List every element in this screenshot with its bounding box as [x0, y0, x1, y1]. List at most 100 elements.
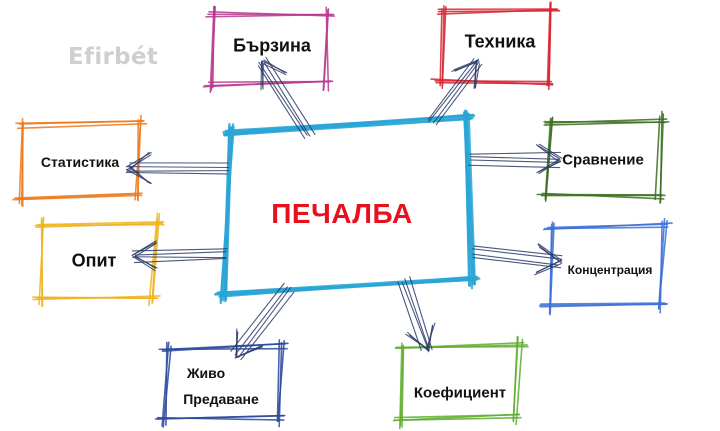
arrow-experience-head [132, 241, 157, 256]
node-label-live-line1: Живо [186, 365, 226, 381]
frame-speed-stroke [202, 80, 332, 88]
arrow-experience-stroke [132, 256, 227, 259]
frame-statistics-stroke [134, 114, 142, 201]
frame-live-stroke [277, 339, 286, 423]
center-frame [213, 109, 481, 305]
arrow-statistics-head [125, 168, 152, 184]
arrow-speed-stroke [257, 65, 306, 139]
frame-comparison-stroke [659, 110, 663, 204]
arrow-technique-head [454, 60, 480, 72]
arrow-statistics [125, 151, 230, 185]
frame-live-stroke [161, 342, 289, 352]
frame-live-stroke [161, 341, 170, 427]
arrow-speed [257, 56, 316, 139]
frame-statistics-stroke [18, 117, 24, 204]
arrow-concentration-head [535, 259, 562, 274]
arrow-speed-head [261, 60, 264, 90]
frame-experience-stroke [38, 216, 45, 306]
frame-speed [202, 5, 336, 94]
frame-live-stroke [162, 345, 172, 428]
frame-statistics-stroke [20, 121, 24, 207]
arrow-odds-stroke [397, 281, 422, 352]
frame-technique-stroke [439, 8, 443, 87]
frame-technique-stroke [430, 78, 554, 86]
frame-statistics-stroke [13, 192, 143, 199]
frame-statistics [12, 114, 148, 208]
frame-speed-stroke [210, 5, 217, 92]
node-label-technique: Техника [464, 31, 536, 52]
frame-profit-stroke [223, 113, 471, 137]
frame-profit-stroke [462, 111, 475, 285]
arrow-live-stroke [234, 286, 288, 356]
frame-concentration-stroke [657, 219, 668, 310]
frame-concentration-stroke [538, 303, 668, 307]
arrow-concentration-head [537, 244, 563, 264]
frame-odds-stroke [392, 416, 522, 422]
arrow-comparison-stroke [467, 164, 561, 169]
arrow-odds-head [408, 334, 430, 351]
frame-odds-stroke [515, 338, 524, 426]
frame-concentration-stroke [547, 223, 669, 229]
frame-experience [32, 212, 165, 308]
frame-concentration [538, 217, 673, 316]
arrow-technique-head [453, 59, 478, 71]
frame-speed-stroke [322, 8, 330, 91]
frame-odds [392, 335, 529, 430]
arrow-statistics-stroke [125, 171, 228, 175]
frame-technique-stroke [441, 6, 447, 89]
frame-live-stroke [158, 347, 288, 351]
watermark-logo: Efirbét [68, 44, 159, 70]
arrow-odds-stroke [404, 278, 430, 350]
arrow-technique [428, 58, 483, 126]
arrow-comparison-stroke [470, 156, 560, 160]
arrow-experience-stroke [134, 251, 227, 256]
frame-speed-stroke [209, 5, 215, 94]
frame-technique-stroke [436, 8, 559, 15]
node-label-speed: Бързина [233, 35, 311, 56]
arrow-odds-stroke [409, 276, 433, 351]
arrow-speed-head [260, 62, 287, 76]
arrow-comparison-head [536, 145, 560, 163]
arrow-comparison-stroke [470, 159, 560, 164]
arrow-statistics-head [125, 151, 152, 168]
arrow-odds-head [427, 325, 434, 349]
arrow-experience [131, 240, 228, 272]
arrow-statistics-stroke [126, 170, 230, 172]
frame-speed-stroke [205, 13, 335, 18]
frame-profit-stroke [214, 278, 478, 296]
arrow-statistics-stroke [126, 166, 230, 169]
node-label-odds: Коефициент [413, 384, 507, 402]
arrow-experience-stroke [133, 257, 227, 264]
frame-profit [213, 109, 481, 305]
frame-profit-stroke [465, 110, 476, 285]
arrow-odds-stroke [401, 281, 429, 350]
arrow-concentration-stroke [472, 253, 559, 266]
arrow-concentration-stroke [471, 248, 563, 260]
frame-statistics-stroke [16, 122, 148, 130]
node-frames [12, 1, 673, 430]
frame-experience-stroke [35, 222, 164, 228]
arrow-live [230, 282, 295, 361]
arrow-live-head [236, 346, 263, 358]
arrow-concentration [471, 243, 563, 276]
connector-arrows [125, 56, 563, 361]
arrow-live-stroke [240, 291, 295, 361]
frame-technique-stroke [547, 2, 552, 91]
frame-live [154, 339, 289, 428]
arrow-speed-stroke [265, 56, 316, 135]
arrow-technique-stroke [428, 58, 479, 123]
frame-concentration-stroke [659, 220, 663, 314]
node-label-experience: Опит [71, 250, 117, 271]
arrow-live-stroke [238, 286, 292, 358]
frame-live-stroke [276, 339, 281, 422]
arrow-concentration-stroke [473, 245, 563, 257]
frame-speed-stroke [325, 6, 330, 92]
frame-odds-stroke [401, 344, 405, 428]
node-label-comparison: Сравнение [562, 151, 644, 169]
arrow-comparison-head [536, 160, 562, 174]
frame-technique [430, 1, 561, 91]
arrow-concentration-head [534, 263, 562, 276]
frame-statistics-stroke [12, 194, 143, 201]
frame-live-stroke [154, 414, 286, 420]
